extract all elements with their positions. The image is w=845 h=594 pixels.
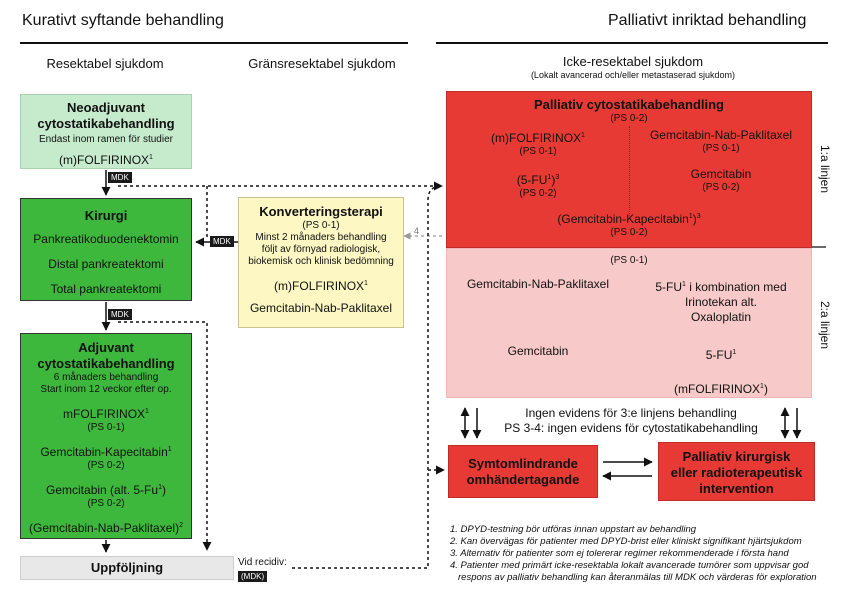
palliative-surgery-line-2: eller radioterapeutisk bbox=[670, 465, 803, 480]
conversion-title: Konverteringsterapi bbox=[259, 204, 383, 219]
column-unresectable: Icke-resektabel sjukdom bbox=[562, 54, 704, 69]
adjuvant-regimen-2-ps: (PS 0-2) bbox=[87, 460, 125, 471]
second-line-right-regimen-1: 5-FU1 i kombination med bbox=[655, 280, 787, 294]
mdk-label-neoadjuvant: MDK bbox=[108, 172, 132, 183]
second-line-left-regimen-1: Gemcitabin-Nab-Paklitaxel bbox=[466, 277, 610, 291]
first-line-right-regimen-1-ps: (PS 0-1) bbox=[702, 143, 740, 154]
palliative-first-ps: (PS 0-2) bbox=[610, 113, 648, 124]
first-line-right-regimen-2: Gemcitabin bbox=[690, 167, 752, 181]
first-line-left-regimen-2: (5-FU1)3 bbox=[516, 173, 560, 187]
first-line-left: (m)FOLFIRINOX1 (PS 0-1) (5-FU1)3 (PS 0-2… bbox=[447, 128, 629, 200]
first-line-right-regimen-2-ps: (PS 0-2) bbox=[702, 182, 740, 193]
conversion-desc-3: biokemisk och klinisk bedömning bbox=[248, 256, 394, 267]
followup-recidiv: Vid recidiv: bbox=[238, 557, 287, 568]
first-line-bottom-ps: (PS 0-2) bbox=[610, 227, 648, 238]
first-line-bottom-regimen: (Gemcitabin-Kapecitabin1)3 bbox=[557, 212, 701, 226]
symptom-box: Symtomlindrande omhändertagande bbox=[448, 445, 598, 498]
second-line-right-regimen-2: 5-FU1 bbox=[705, 348, 737, 362]
footnote-1: 1. DPYD-testning bör utföras innan uppst… bbox=[450, 524, 697, 535]
first-line-bottom: (Gemcitabin-Kapecitabin1)3 (PS 0-2) bbox=[447, 209, 811, 239]
adjuvant-regimen-3-ps: (PS 0-2) bbox=[87, 498, 125, 509]
first-line-divider bbox=[629, 126, 630, 216]
adjuvant-regimen-last: (Gemcitabin-Nab-Paklitaxel)2 bbox=[29, 521, 183, 535]
footnotes: 1. DPYD-testning bör utföras innan uppst… bbox=[450, 524, 840, 584]
followup-mdk: (MDK) bbox=[238, 571, 268, 582]
first-line-left-regimen-1: (m)FOLFIRINOX1 bbox=[491, 131, 585, 145]
first-line-right-regimen-1: Gemcitabin-Nab-Paklitaxel bbox=[649, 128, 793, 142]
neoadjuvant-regimen: (m)FOLFIRINOX1 bbox=[59, 153, 153, 167]
conversion-ps: (PS 0-1) bbox=[302, 220, 340, 231]
palliative-first-title: Palliativ cytostatikabehandling bbox=[534, 97, 724, 112]
arrow-note: 4 bbox=[414, 226, 420, 236]
column-unresectable-subtitle: (Lokalt avancerad och/eller metastaserad… bbox=[530, 70, 736, 80]
second-line-ps: (PS 0-1) bbox=[610, 255, 648, 266]
neoadjuvant-title-2: cytostatikabehandling bbox=[37, 116, 175, 131]
evidence-line-1: Ingen evidens för 3:e linjens behandling bbox=[525, 406, 737, 420]
symptom-line-1: Symtomlindrande bbox=[468, 456, 578, 471]
mdk-label-conversion: MDK bbox=[210, 236, 234, 247]
neoadjuvant-box: Neoadjuvant cytostatikabehandling Endast… bbox=[20, 94, 192, 169]
first-line-left-regimen-2-ps: (PS 0-2) bbox=[519, 188, 557, 199]
conversion-regimen-1: (m)FOLFIRINOX1 bbox=[274, 279, 368, 293]
evidence-line-2: PS 3-4: ingen evidens för cytostatikabeh… bbox=[504, 421, 758, 435]
header-rule-right bbox=[436, 42, 828, 44]
conversion-box: Konverteringsterapi (PS 0-1) Minst 2 mån… bbox=[238, 197, 404, 328]
followup-box: Uppföljning bbox=[20, 556, 234, 580]
conversion-desc-2: följt av förnyad radiologisk, bbox=[261, 244, 381, 255]
adjuvant-start: Start inom 12 veckor efter op. bbox=[40, 384, 172, 395]
footnote-4: 4. Patienter med primärt icke-resektabla… bbox=[450, 560, 809, 571]
first-line-right: Gemcitabin-Nab-Paklitaxel (PS 0-1) Gemci… bbox=[630, 128, 812, 194]
adjuvant-regimen-3: Gemcitabin (alt. 5-Fu1) bbox=[46, 483, 166, 497]
neoadjuvant-title-1: Neoadjuvant bbox=[66, 100, 145, 115]
adjuvant-regimen-1: mFOLFIRINOX1 bbox=[63, 407, 149, 421]
conversion-regimen-2: Gemcitabin-Nab-Paklitaxel bbox=[249, 301, 393, 315]
adjuvant-box: Adjuvant cytostatikabehandling 6 månader… bbox=[20, 333, 192, 539]
header-palliative: Palliativt inriktad behandling bbox=[608, 12, 807, 29]
footnote-2: 2. Kan övervägas för patienter med DPYD-… bbox=[450, 536, 802, 547]
conversion-desc-1: Minst 2 månaders behandling bbox=[255, 232, 387, 243]
symptom-line-2: omhändertagande bbox=[466, 472, 580, 487]
first-line-label: 1:a linjen bbox=[818, 144, 832, 194]
neoadjuvant-note: Endast inom ramen för studier bbox=[39, 134, 173, 145]
second-line-label: 2:a linjen bbox=[818, 300, 832, 350]
adjuvant-regimen-2: Gemcitabin-Kapecitabin1 bbox=[40, 445, 172, 459]
first-line-left-regimen-1-ps: (PS 0-1) bbox=[519, 146, 557, 157]
second-line-left: Gemcitabin-Nab-Paklitaxel Gemcitabin bbox=[447, 277, 629, 359]
column-borderline: Gränsresektabel sjukdom bbox=[248, 56, 396, 71]
second-line-right-regimen-3: (mFOLFIRINOX1) bbox=[674, 382, 768, 396]
adjuvant-duration: 6 månaders behandling bbox=[53, 372, 159, 383]
mdk-label-surgery: MDK bbox=[108, 309, 132, 320]
second-line-right: 5-FU1 i kombination med Irinotekan alt. … bbox=[630, 277, 812, 397]
palliative-second-line-box: (PS 0-1) Gemcitabin-Nab-Paklitaxel Gemci… bbox=[446, 248, 812, 398]
surgery-box: Kirurgi Pankreatikoduodenektomin Distal … bbox=[20, 198, 192, 301]
surgery-item-3: Total pankreatektomi bbox=[50, 282, 162, 296]
second-line-right-regimen-1-d: Oxaloplatin bbox=[690, 310, 752, 324]
palliative-surgery-box: Palliativ kirurgisk eller radioterapeuti… bbox=[658, 442, 815, 501]
footnote-3: 3. Alternativ för patienter som ej toler… bbox=[450, 548, 789, 559]
adjuvant-regimen-1-ps: (PS 0-1) bbox=[87, 422, 125, 433]
palliative-surgery-line-1: Palliativ kirurgisk bbox=[682, 449, 791, 464]
surgery-item-2: Distal pankreatektomi bbox=[48, 257, 164, 271]
surgery-item-1: Pankreatikoduodenektomin bbox=[33, 232, 179, 246]
column-resectable: Resektabel sjukdom bbox=[46, 56, 164, 71]
second-line-right-regimen-1-c: Irinotekan alt. bbox=[684, 295, 758, 309]
palliative-surgery-line-3: intervention bbox=[699, 481, 774, 496]
surgery-title: Kirurgi bbox=[84, 208, 128, 223]
palliative-first-line-box: Palliativ cytostatikabehandling (PS 0-2)… bbox=[446, 91, 812, 248]
header-curative: Kurativt syftande behandling bbox=[22, 12, 224, 29]
second-line-left-regimen-2: Gemcitabin bbox=[507, 344, 569, 358]
followup-label: Uppföljning bbox=[90, 560, 164, 575]
footnote-4-cont: respons av palliativ behandling kan åter… bbox=[458, 572, 817, 583]
adjuvant-title-1: Adjuvant bbox=[78, 340, 134, 355]
header-rule-left bbox=[20, 42, 408, 44]
adjuvant-title-2: cytostatikabehandling bbox=[37, 356, 175, 371]
